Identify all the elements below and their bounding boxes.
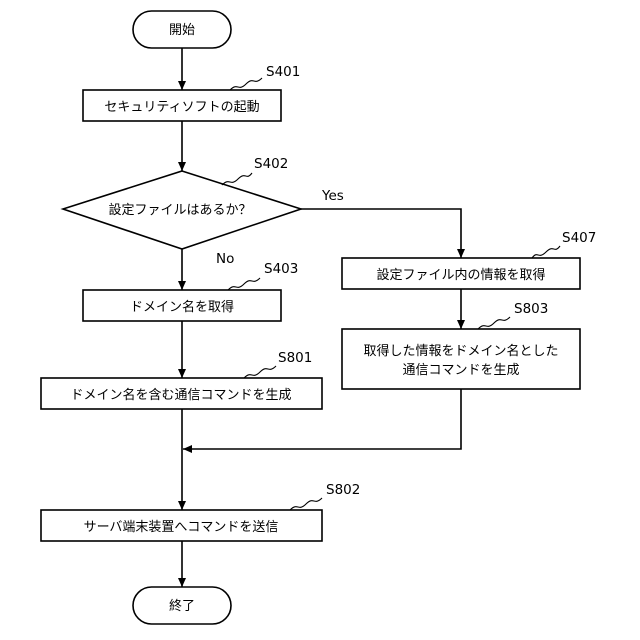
s803-label-line1: 取得した情報をドメイン名とした (363, 343, 558, 359)
step-label-s802: S802 (290, 482, 360, 510)
step-label-s402: S402 (222, 156, 288, 185)
end-label: 終了 (169, 598, 195, 614)
s402-step-number: S402 (254, 156, 288, 172)
start-terminator: 開始 (133, 11, 231, 48)
end-terminator: 終了 (133, 587, 231, 624)
step-label-s803: S803 (478, 301, 548, 329)
step-label-s403: S403 (228, 261, 298, 290)
decision-label: 設定ファイルはあるか？ (108, 202, 251, 218)
step-label-s401: S401 (230, 64, 300, 90)
s801-step-number: S801 (278, 350, 312, 366)
s407-step-number: S407 (562, 230, 596, 246)
s402-decision: 設定ファイルはあるか？ (63, 171, 301, 249)
s803-process: 取得した情報をドメイン名とした 通信コマンドを生成 (342, 329, 580, 389)
arrow-decision-to-s407 (301, 209, 461, 258)
s401-label: セキュリティソフトの起動 (104, 100, 259, 115)
s801-process: ドメイン名を含む通信コマンドを生成 (41, 378, 322, 409)
s407-label: 設定ファイル内の情報を取得 (376, 267, 545, 283)
s803-label-line2: 通信コマンドを生成 (402, 363, 519, 378)
s403-label: ドメイン名を取得 (130, 299, 234, 315)
yes-label: Yes (321, 188, 344, 204)
s803-step-number: S803 (514, 301, 548, 317)
step-label-s801: S801 (244, 350, 312, 378)
s802-step-number: S802 (326, 482, 360, 498)
s403-step-number: S403 (264, 261, 298, 277)
s401-step-number: S401 (266, 64, 300, 80)
s801-label: ドメイン名を含む通信コマンドを生成 (70, 387, 291, 403)
s802-process: サーバ端末装置へコマンドを送信 (41, 510, 322, 541)
s401-process: セキュリティソフトの起動 (83, 90, 281, 121)
step-label-s407: S407 (532, 230, 596, 258)
s407-process: 設定ファイル内の情報を取得 (342, 258, 580, 289)
no-label: No (216, 251, 234, 267)
s802-label: サーバ端末装置へコマンドを送信 (84, 520, 279, 535)
s403-process: ドメイン名を取得 (83, 290, 281, 321)
start-label: 開始 (169, 23, 195, 38)
